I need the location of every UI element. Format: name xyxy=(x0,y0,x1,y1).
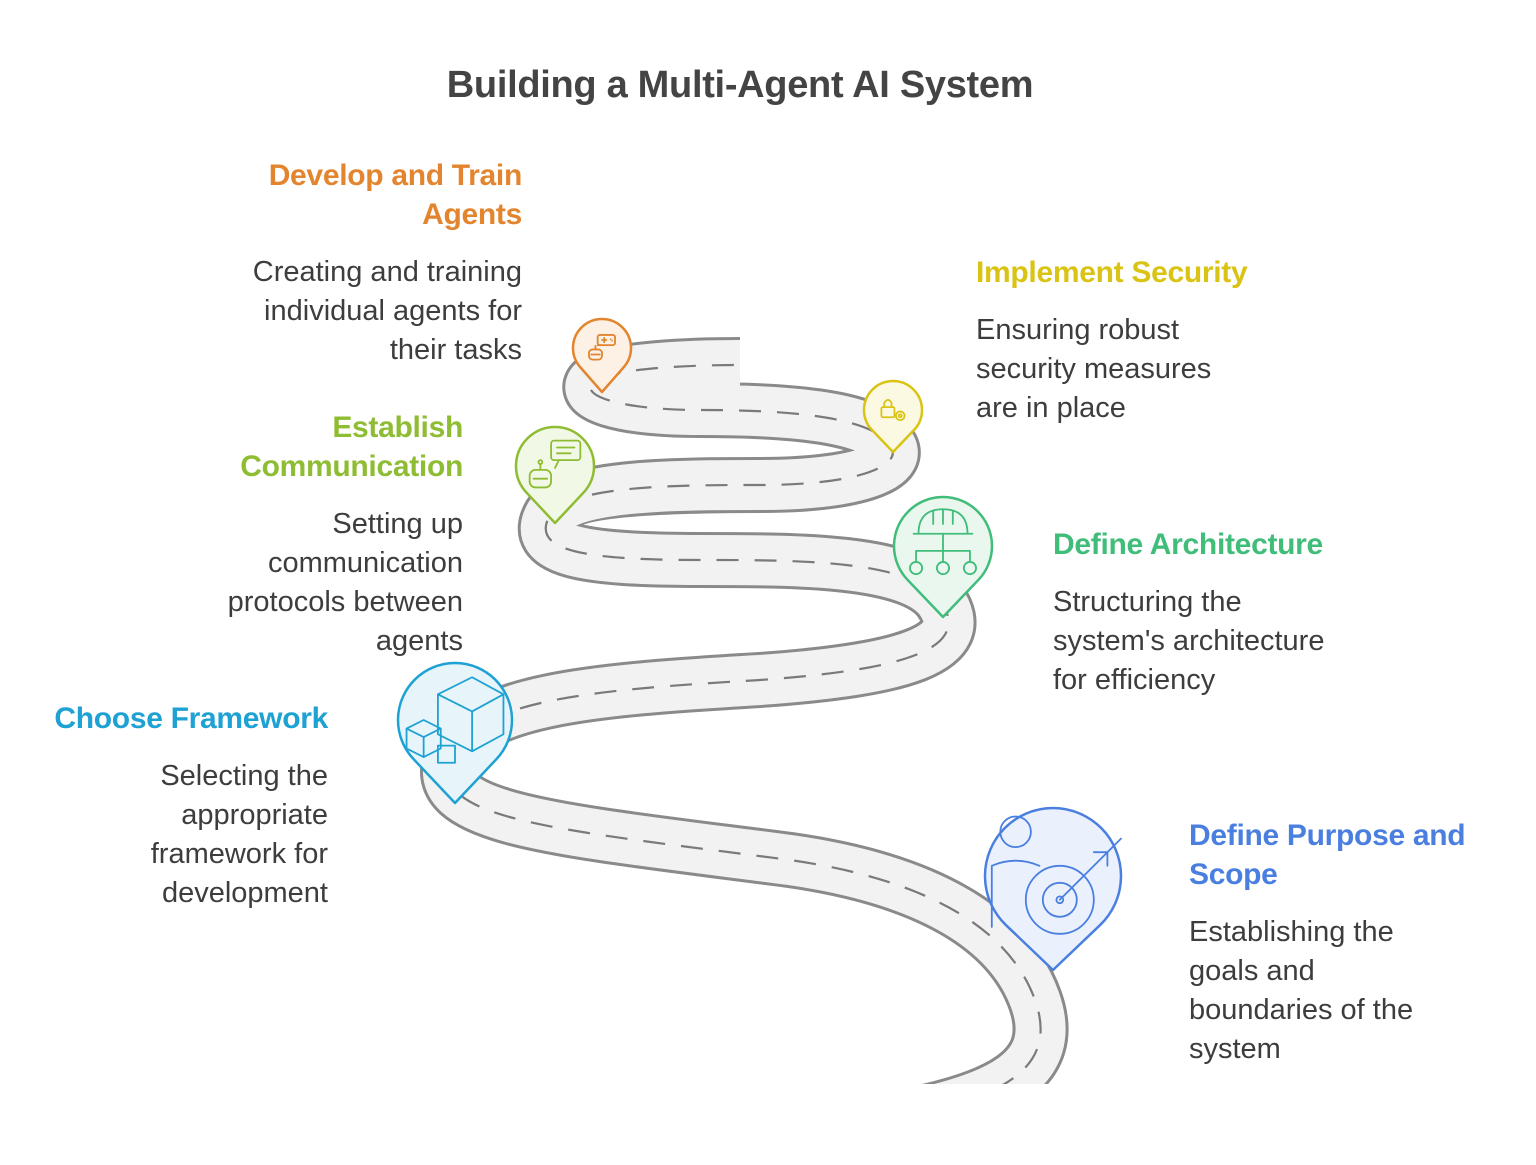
map-pin-develop xyxy=(571,317,633,394)
description-line: system xyxy=(1189,1033,1281,1065)
description-line: boundaries of the xyxy=(1189,994,1414,1026)
description-line: development xyxy=(161,877,328,909)
description-line: security measures xyxy=(976,353,1212,385)
description-line: their tasks xyxy=(389,334,522,366)
map-pin-framework xyxy=(396,661,514,805)
boxes-icon xyxy=(405,676,505,764)
description-line: for efficiency xyxy=(1053,664,1216,696)
heading-line: Communication xyxy=(240,450,463,483)
robot-chat-icon xyxy=(528,439,582,489)
description-line: Establishing the xyxy=(1189,916,1394,948)
step-architecture: Define Architecture Structuring the syst… xyxy=(1053,525,1473,700)
step-security-heading: Implement Security xyxy=(976,253,1376,292)
description-line: Structuring the xyxy=(1053,586,1242,618)
target-person-icon xyxy=(990,815,1122,935)
step-communication-description: Setting up communication protocols betwe… xyxy=(63,505,463,661)
heading-line: Establish xyxy=(332,411,463,444)
step-architecture-description: Structuring the system's architecture fo… xyxy=(1053,583,1473,700)
description-line: goals and xyxy=(1189,955,1315,987)
heading-line: Develop and Train xyxy=(268,159,523,192)
heading-line: Choose Framework xyxy=(54,702,328,735)
heading-line: Scope xyxy=(1189,858,1278,891)
step-security: Implement Security Ensuring robust secur… xyxy=(976,253,1376,428)
description-line: individual agents for xyxy=(264,295,522,327)
heading-line: Implement Security xyxy=(976,256,1248,289)
step-framework-heading: Choose Framework xyxy=(8,699,328,738)
step-purpose: Define Purpose and Scope Establishing th… xyxy=(1189,816,1509,1069)
description-line: framework for xyxy=(150,838,328,870)
map-pin-purpose xyxy=(983,806,1123,972)
road-center-line xyxy=(447,363,1042,1084)
heading-line: Agents xyxy=(422,198,522,231)
map-pin-architecture xyxy=(892,495,994,619)
diagram-title: Building a Multi-Agent AI System xyxy=(446,64,1034,106)
step-develop: Develop and Train Agents Creating and tr… xyxy=(102,156,523,370)
lock-gear-icon xyxy=(880,398,906,422)
robot-gamepad-icon xyxy=(588,334,616,361)
description-line: appropriate xyxy=(181,799,328,831)
network-hardhat-icon xyxy=(909,508,977,576)
description-line: protocols between xyxy=(227,586,463,618)
step-purpose-description: Establishing the goals and boundaries of… xyxy=(1189,913,1509,1069)
description-line: are in place xyxy=(976,392,1126,424)
description-line: system's architecture xyxy=(1053,625,1325,657)
step-communication-heading: Establish Communication xyxy=(63,408,463,486)
step-framework: Choose Framework Selecting the appropria… xyxy=(8,699,328,913)
description-line: agents xyxy=(375,625,463,657)
heading-line: Define Purpose and xyxy=(1189,819,1466,852)
description-line: Creating and training xyxy=(252,256,522,288)
step-architecture-heading: Define Architecture xyxy=(1053,525,1473,564)
description-line: communication xyxy=(267,547,463,579)
description-line: Setting up xyxy=(332,508,463,540)
step-develop-heading: Develop and Train Agents xyxy=(102,156,523,234)
step-develop-description: Creating and training individual agents … xyxy=(102,253,522,370)
step-communication: Establish Communication Setting up commu… xyxy=(63,408,464,661)
map-pin-security xyxy=(862,379,924,454)
map-pin-communication xyxy=(514,425,596,525)
heading-line: Define Architecture xyxy=(1053,528,1323,561)
description-line: Selecting the xyxy=(160,760,328,792)
step-framework-description: Selecting the appropriate framework for … xyxy=(8,757,328,913)
step-purpose-heading: Define Purpose and Scope xyxy=(1189,816,1509,894)
step-security-description: Ensuring robust security measures are in… xyxy=(976,311,1376,428)
description-line: Ensuring robust xyxy=(976,314,1180,346)
